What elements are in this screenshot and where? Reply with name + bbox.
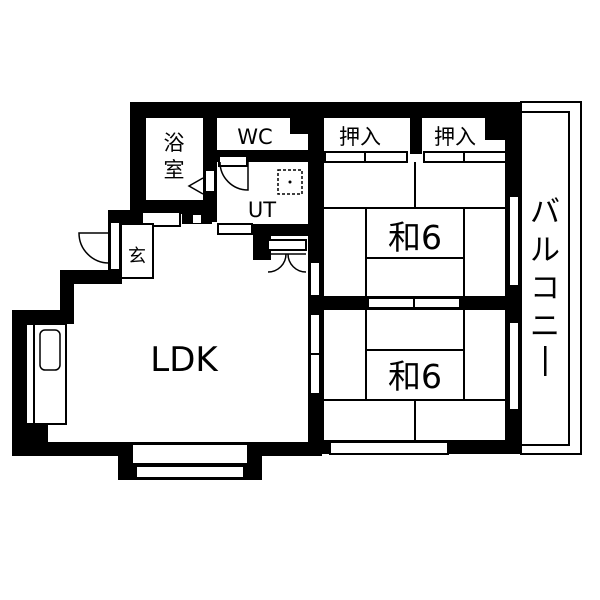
ldk-label: LDK: [150, 340, 219, 380]
washitsu-upper-label: 和6: [388, 218, 442, 257]
ut-label: UT: [248, 198, 276, 222]
wc-label: WC: [237, 125, 272, 149]
entrance-label: 玄: [128, 246, 146, 267]
balcony-long-vowel-bar: [544, 346, 547, 376]
closet-2-label: 押入: [434, 125, 476, 149]
fixtures: [25, 101, 582, 479]
room-labels: 浴 室 WC UT 押入 押入 和6 和6 玄 LDK バ ル コ ニ: [128, 125, 560, 396]
balcony-char-1: バ: [530, 195, 560, 230]
bath-label-2: 室: [164, 158, 185, 182]
bath-label-1: 浴: [164, 131, 185, 155]
washitsu-lower-label: 和6: [388, 357, 442, 396]
balcony-char-4: ニ: [530, 309, 560, 344]
balcony-label: バ ル コ ニ: [530, 195, 560, 376]
closet-1-label: 押入: [339, 125, 381, 149]
balcony-char-3: コ: [530, 271, 560, 306]
balcony-char-2: ル: [530, 233, 560, 268]
